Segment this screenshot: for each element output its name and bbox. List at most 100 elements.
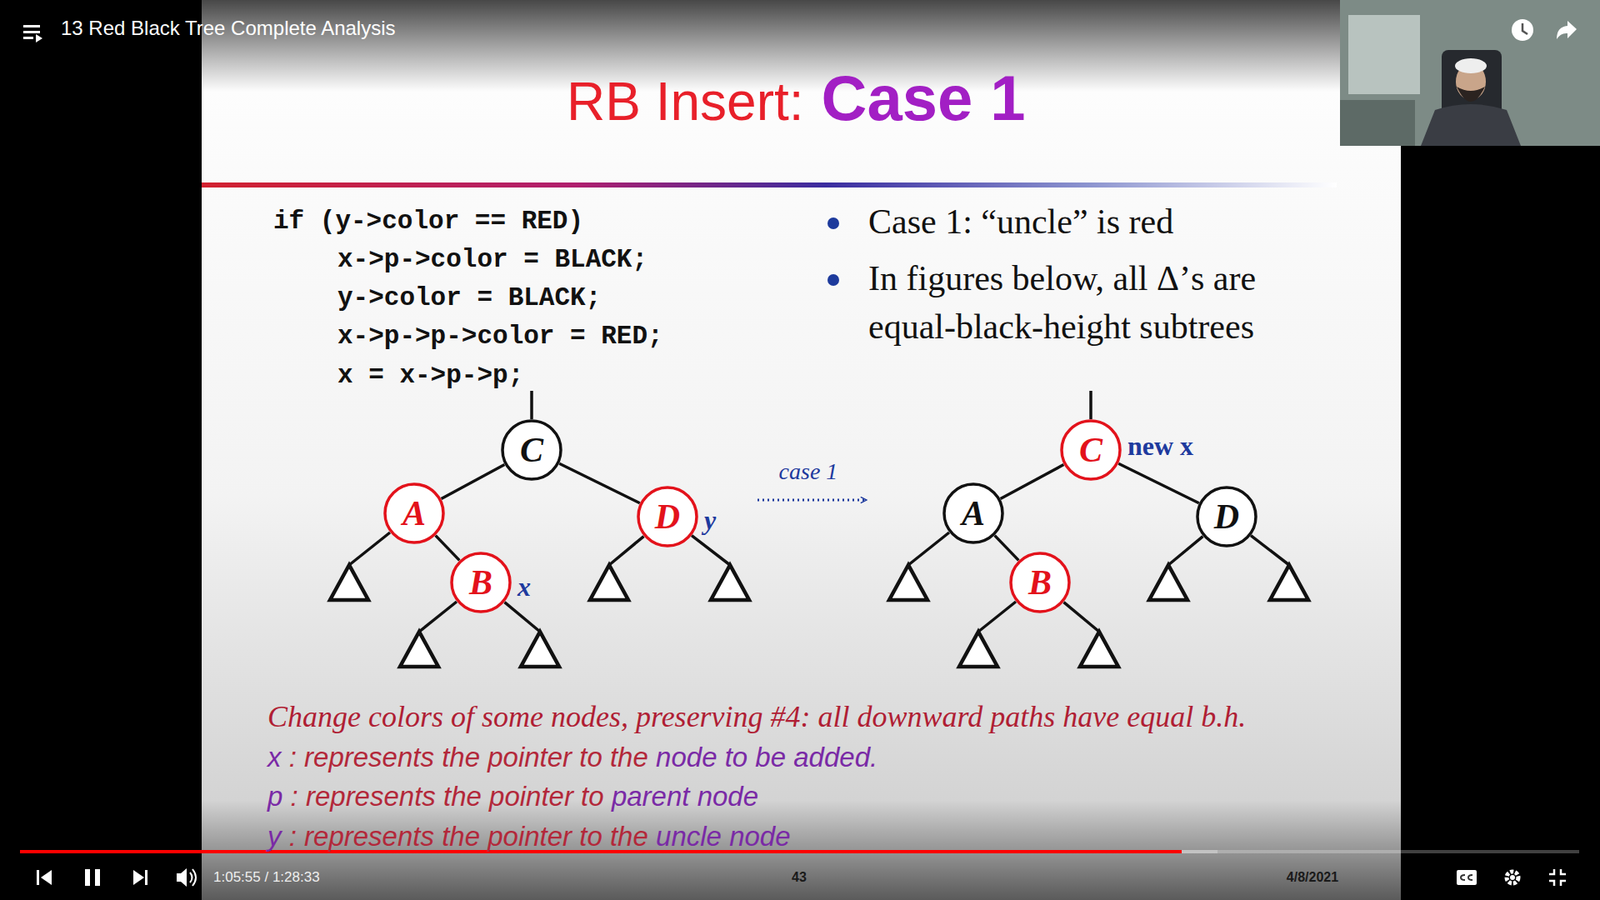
definition-text: : represents the pointer to the xyxy=(289,820,649,854)
time-display: 1:05:55 / 1:28:33 xyxy=(213,869,320,886)
tree-node: C xyxy=(1060,419,1122,481)
webcam-cap xyxy=(1455,58,1487,74)
definition-term: node to be added. xyxy=(655,740,878,775)
watch-later-icon xyxy=(1511,19,1534,41)
node-letter: A xyxy=(961,495,985,531)
captions-icon xyxy=(1456,870,1477,885)
tree-edge xyxy=(441,465,505,500)
playlist-icon xyxy=(35,34,43,43)
slide-heading: RB Insert: Case 1 xyxy=(566,66,1026,130)
tree-edge xyxy=(1118,463,1200,503)
pointer-label: x xyxy=(517,570,531,603)
pause-icon xyxy=(95,869,100,886)
tree-node: C xyxy=(500,419,563,481)
bullet-text: In figures below, all Δ’s are equal-blac… xyxy=(868,254,1335,351)
webcam-window xyxy=(1348,15,1420,95)
tree-node: D xyxy=(1195,485,1258,548)
definition-line: y: represents the pointer to theuncle no… xyxy=(267,820,791,854)
previous-icon xyxy=(40,870,52,885)
code-line: y->color = BLACK; xyxy=(337,282,601,314)
video-title: 13 Red Black Tree Complete Analysis xyxy=(60,16,396,41)
webcam-picture xyxy=(1340,0,1600,146)
webcam-body xyxy=(1420,104,1521,146)
tree-edge xyxy=(559,463,640,503)
node-letter: C xyxy=(520,432,544,468)
next-icon xyxy=(133,870,145,885)
bullet-dot xyxy=(827,274,840,286)
previous-icon xyxy=(36,870,40,885)
progress-bar xyxy=(20,850,1580,854)
code-line: x = x->p->p; xyxy=(337,360,524,391)
watch-later-hands xyxy=(1522,23,1528,35)
tree-edge xyxy=(435,535,460,561)
playlist-icon xyxy=(23,30,40,34)
node-letter: A xyxy=(402,495,426,531)
pointer-label: y xyxy=(704,504,716,536)
node-circle xyxy=(944,484,1003,543)
volume-icon xyxy=(176,868,187,887)
definition-symbol: p xyxy=(267,780,283,814)
bottom-controls xyxy=(36,868,1566,887)
code-line: x->p->p->color = RED; xyxy=(337,320,664,352)
settings-icon xyxy=(1510,875,1515,880)
slide-title-case: Case 1 xyxy=(821,66,1026,130)
definition-line: x: represents the pointer to thenode to … xyxy=(267,740,878,775)
playlist-icon xyxy=(23,36,34,40)
tree-node: A xyxy=(383,482,445,545)
settings-icon xyxy=(1506,871,1519,884)
node-letter: B xyxy=(1028,565,1052,600)
webcam-desk xyxy=(1340,100,1415,146)
definition-symbol: x xyxy=(267,740,282,775)
webcam-beard xyxy=(1456,86,1485,102)
node-circle xyxy=(1061,420,1120,480)
tree-node: A xyxy=(942,482,1005,545)
pause-icon xyxy=(85,869,90,886)
bottom-shade xyxy=(0,800,1600,900)
captions-marks xyxy=(1460,875,1473,880)
right-tree-subtrees xyxy=(889,390,1309,667)
note-text: Change colors of some nodes, preserving … xyxy=(267,699,1246,735)
bullet-text: Case 1: “uncle” is red xyxy=(868,197,1174,246)
node-circle xyxy=(1197,487,1256,546)
fullscreen-exit-icon xyxy=(1549,869,1566,886)
tree-node: B xyxy=(1009,551,1071,614)
node-letter: C xyxy=(1079,432,1103,468)
pointer-label: new x xyxy=(1127,430,1194,462)
left-tree-subtrees xyxy=(330,390,750,667)
slide-number: 43 xyxy=(791,869,807,885)
definition-term: parent node xyxy=(611,780,759,814)
definition-symbol: y xyxy=(267,820,282,854)
node-circle xyxy=(638,487,697,546)
title-rule xyxy=(201,182,1337,188)
code-line: if (y->color == RED) xyxy=(273,205,584,237)
transition-arrow xyxy=(757,499,867,502)
node-circle xyxy=(502,420,561,480)
tree-edge xyxy=(1000,465,1065,500)
definition-term: uncle node xyxy=(655,820,790,854)
definition-text: : represents the pointer to the xyxy=(289,740,649,775)
progress-track xyxy=(20,850,1580,854)
webcam-wall xyxy=(1340,0,1600,146)
node-letter: B xyxy=(469,565,493,600)
code-line: x->p->color = BLACK; xyxy=(337,244,648,275)
playlist-icon xyxy=(23,25,40,28)
node-circle xyxy=(385,484,444,543)
transition-label: case 1 xyxy=(779,457,839,486)
slide-title: RB Insert: xyxy=(566,75,805,129)
node-letter: D xyxy=(1214,499,1240,535)
share-icon xyxy=(1556,20,1577,40)
tree-node: D xyxy=(636,485,699,548)
next-icon xyxy=(145,870,148,885)
definition-text: : represents the pointer to xyxy=(290,780,605,814)
node-letter: D xyxy=(655,499,680,535)
node-circle xyxy=(1010,553,1070,612)
definition-line: p: represents the pointer toparent node xyxy=(267,780,759,814)
slide-date: 4/8/2021 xyxy=(1286,869,1339,885)
volume-waves xyxy=(190,869,196,886)
tree-node: B xyxy=(450,551,512,614)
bullet-dot xyxy=(827,217,840,230)
slide-ground xyxy=(201,0,1401,900)
tree-edge xyxy=(995,535,1020,561)
node-circle xyxy=(451,553,510,612)
